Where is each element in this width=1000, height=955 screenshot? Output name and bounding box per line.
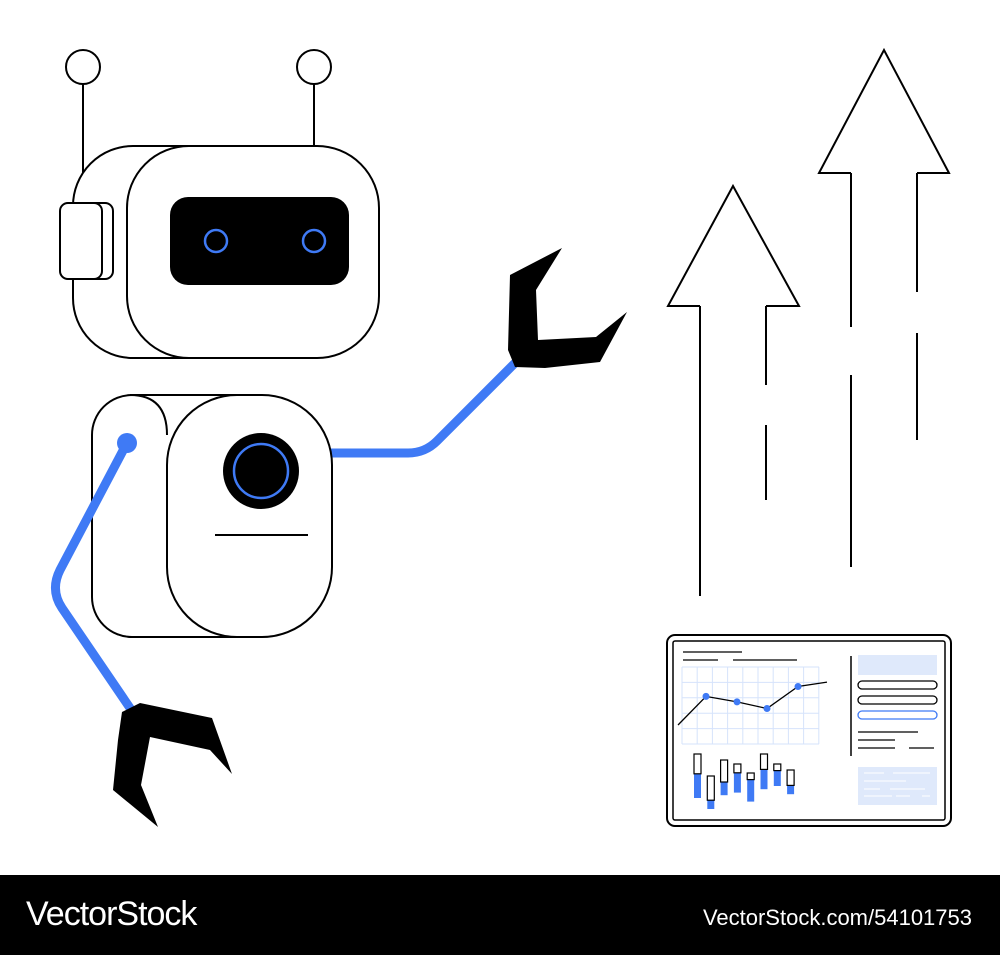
bar-box xyxy=(693,753,702,775)
trend-point xyxy=(733,698,741,706)
claw-upper xyxy=(508,248,627,368)
trend-line xyxy=(677,681,828,726)
bar-fill xyxy=(694,773,701,798)
shoulder-joint xyxy=(117,433,137,453)
eye-right xyxy=(301,228,327,254)
bar-fill xyxy=(720,782,728,796)
illustration xyxy=(51,47,952,827)
stock-id: VectorStock.com/54101753 xyxy=(702,905,972,930)
bar-box xyxy=(786,769,795,786)
bar-fill xyxy=(760,769,768,790)
bar-fill xyxy=(747,779,755,802)
trend-point xyxy=(794,683,802,690)
left-arm xyxy=(51,438,135,713)
eye-left xyxy=(203,228,229,254)
arrow-up-left xyxy=(666,183,801,596)
bar-fill xyxy=(707,800,715,809)
robot-body xyxy=(91,394,333,638)
bar-fill xyxy=(773,770,781,786)
bar-fill xyxy=(733,772,741,793)
bar-box xyxy=(773,763,782,772)
trend-point xyxy=(702,692,710,700)
watermark-footer: VectorStock VectorStock.com/54101753 xyxy=(0,875,1000,955)
brand-logo[interactable]: VectorStock xyxy=(26,895,197,933)
bar-box xyxy=(733,763,742,774)
bar-box xyxy=(719,759,729,783)
robot-head xyxy=(59,145,380,359)
bar-box xyxy=(706,775,715,801)
trend-point xyxy=(763,705,771,712)
face-screen xyxy=(170,197,349,285)
bar-box xyxy=(759,753,769,770)
antenna-right xyxy=(296,49,332,146)
dashboard-tablet xyxy=(666,634,952,827)
bar-fill xyxy=(787,785,795,795)
arrow-up-right xyxy=(817,47,951,567)
bar-box xyxy=(746,772,755,781)
claw-lower xyxy=(113,703,232,827)
right-arm xyxy=(325,353,525,458)
